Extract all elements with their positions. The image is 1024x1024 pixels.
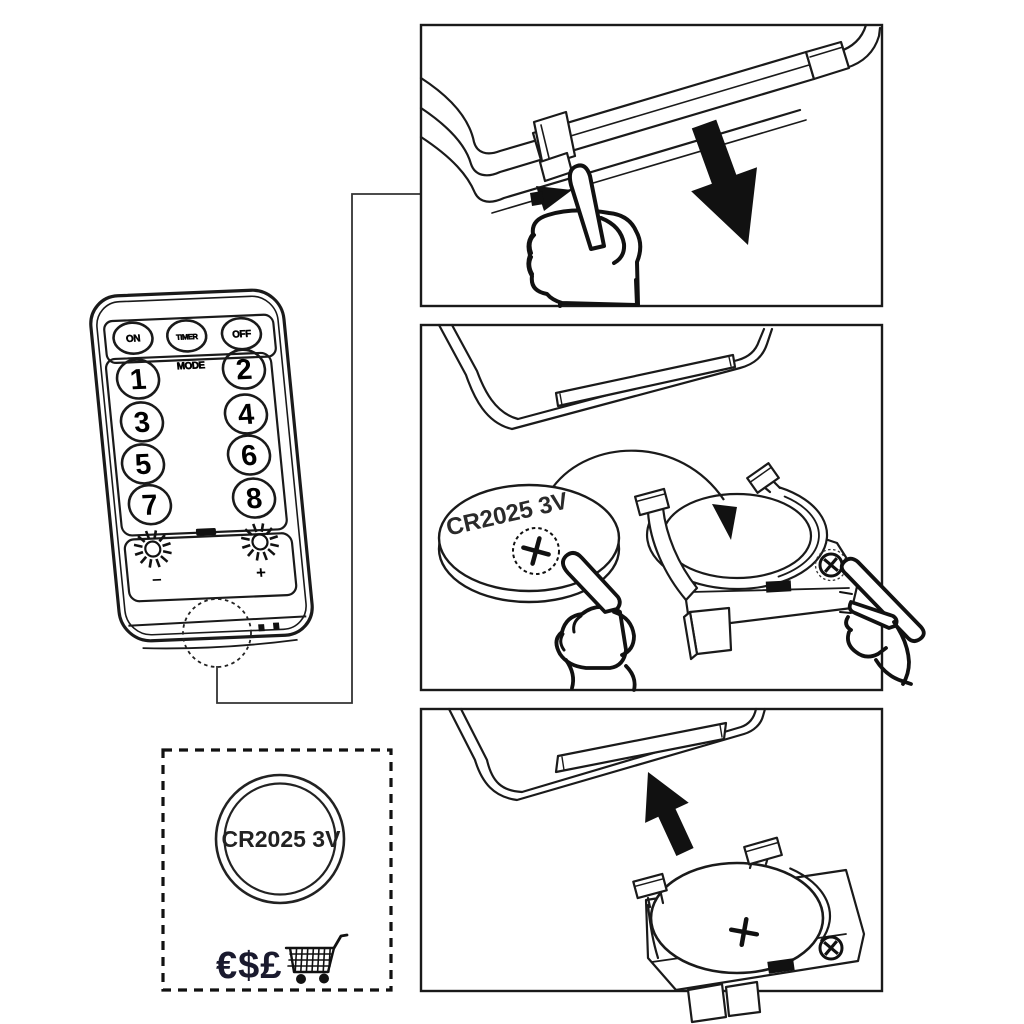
- svg-text:3: 3: [132, 407, 151, 440]
- svg-text:8: 8: [245, 483, 264, 516]
- svg-text:TIMER: TIMER: [176, 332, 199, 342]
- svg-text:CR2025 3V: CR2025 3V: [222, 826, 342, 852]
- svg-text:1: 1: [129, 364, 148, 397]
- svg-text:–: –: [151, 569, 162, 588]
- svg-text:OFF: OFF: [232, 329, 252, 341]
- svg-text:7: 7: [140, 489, 159, 522]
- svg-text:+: +: [255, 563, 267, 582]
- svg-text:MODE: MODE: [176, 360, 206, 372]
- svg-text:5: 5: [134, 449, 153, 482]
- svg-text:6: 6: [240, 440, 259, 473]
- svg-text:2: 2: [234, 354, 253, 387]
- svg-text:ON: ON: [126, 333, 141, 345]
- svg-text:€$£: €$£: [216, 945, 282, 987]
- svg-text:4: 4: [236, 399, 255, 432]
